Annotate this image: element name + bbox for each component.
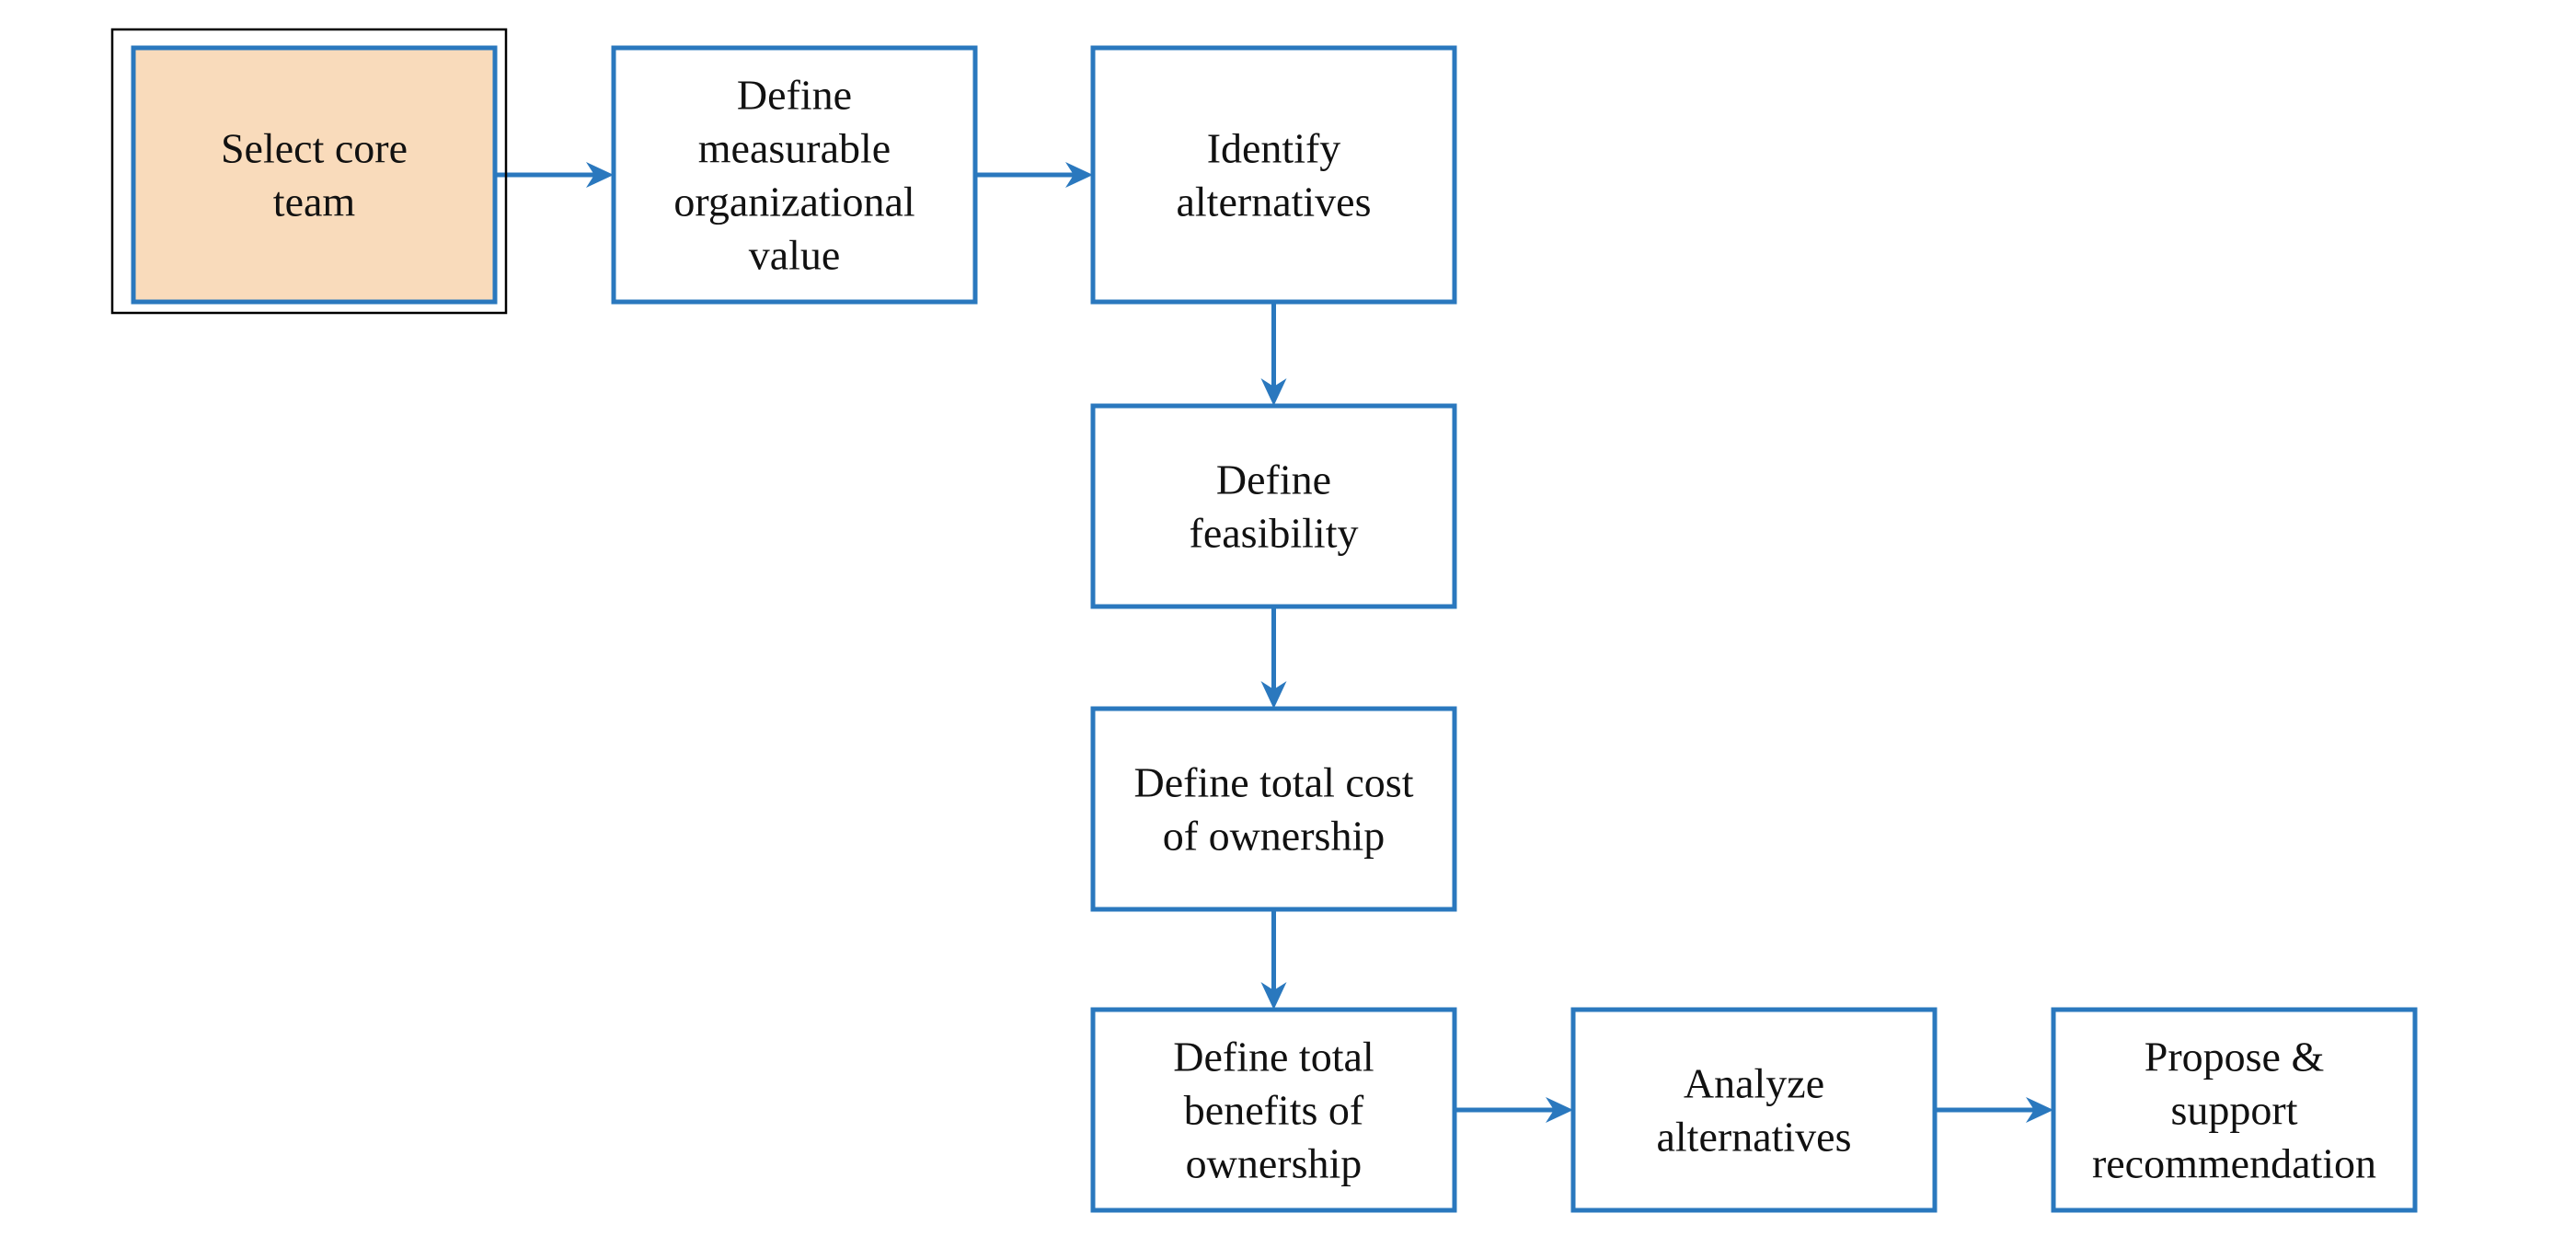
step-label-line: feasibility xyxy=(1190,510,1359,557)
step-label-line: Analyze xyxy=(1684,1060,1824,1107)
arrowhead-icon xyxy=(1260,378,1287,406)
step-label-line: benefits of xyxy=(1184,1087,1364,1134)
highlight-frame xyxy=(110,28,508,315)
step-box xyxy=(131,45,498,305)
step-label-line: support xyxy=(2171,1087,2298,1134)
step-box xyxy=(2051,1007,2418,1213)
step-box xyxy=(1570,1007,1938,1213)
arrow-define-feasibility-to-define-total-cost-of-ownership xyxy=(1260,607,1287,709)
connectors xyxy=(495,162,2053,1123)
step-select-core-team: Select core team xyxy=(110,28,508,315)
step-define-feasibility: Define feasibility xyxy=(1090,403,1457,609)
step-label-line: Define total cost xyxy=(1133,759,1413,806)
arrow-select-core-team-to-define-measurable-organizational-value xyxy=(495,162,614,188)
arrowhead-icon xyxy=(1546,1097,1573,1123)
arrowhead-icon xyxy=(1065,162,1093,188)
step-label-line: ownership xyxy=(1186,1140,1363,1187)
step-propose-support-recommendation: Propose & support recommendation xyxy=(2051,1007,2418,1213)
arrow-analyze-alternatives-to-propose-support-recommendation xyxy=(1935,1097,2053,1123)
step-label-line: organizational xyxy=(673,179,914,225)
arrowhead-icon xyxy=(586,162,614,188)
arrowhead-icon xyxy=(1260,681,1287,709)
step-define-measurable-organizational-value: Define measurable organizational value xyxy=(611,45,978,305)
step-label-line: Define xyxy=(737,72,852,119)
step-box xyxy=(1090,45,1457,305)
step-label-line: value xyxy=(749,232,841,279)
step-box xyxy=(1090,403,1457,609)
step-label-line: measurable xyxy=(698,125,891,172)
arrow-define-measurable-organizational-value-to-identify-alternatives xyxy=(975,162,1093,188)
step-box xyxy=(1090,1007,1457,1213)
step-label-line: team xyxy=(273,179,356,225)
step-label-line: alternatives xyxy=(1656,1114,1851,1161)
step-label-line: Define xyxy=(1216,456,1331,503)
arrow-identify-alternatives-to-define-feasibility xyxy=(1260,302,1287,406)
step-identify-alternatives: Identify alternatives xyxy=(1090,45,1457,305)
step-label-line: Identify xyxy=(1207,125,1341,172)
arrow-define-total-cost-of-ownership-to-define-total-benefits-of-ownership xyxy=(1260,909,1287,1010)
steps: Select coreteamDefinemeasurableorganizat… xyxy=(110,28,2418,1213)
step-label-line: of ownership xyxy=(1163,813,1385,860)
step-define-total-benefits-of-ownership: Define total benefits of ownership xyxy=(1090,1007,1457,1213)
step-label-line: recommendation xyxy=(2092,1140,2376,1187)
arrowhead-icon xyxy=(1260,982,1287,1010)
step-analyze-alternatives: Analyze alternatives xyxy=(1570,1007,1938,1213)
step-box xyxy=(611,45,978,305)
step-label-line: alternatives xyxy=(1176,179,1371,225)
step-label-line: Define total xyxy=(1173,1034,1374,1080)
step-box xyxy=(1090,706,1457,912)
arrow-define-total-benefits-of-ownership-to-analyze-alternatives xyxy=(1455,1097,1573,1123)
step-label-line: Propose & xyxy=(2145,1034,2325,1080)
step-label-line: Select core xyxy=(221,125,408,172)
step-define-total-cost-of-ownership: Define total cost of ownership xyxy=(1090,706,1457,912)
arrowhead-icon xyxy=(2026,1097,2053,1123)
